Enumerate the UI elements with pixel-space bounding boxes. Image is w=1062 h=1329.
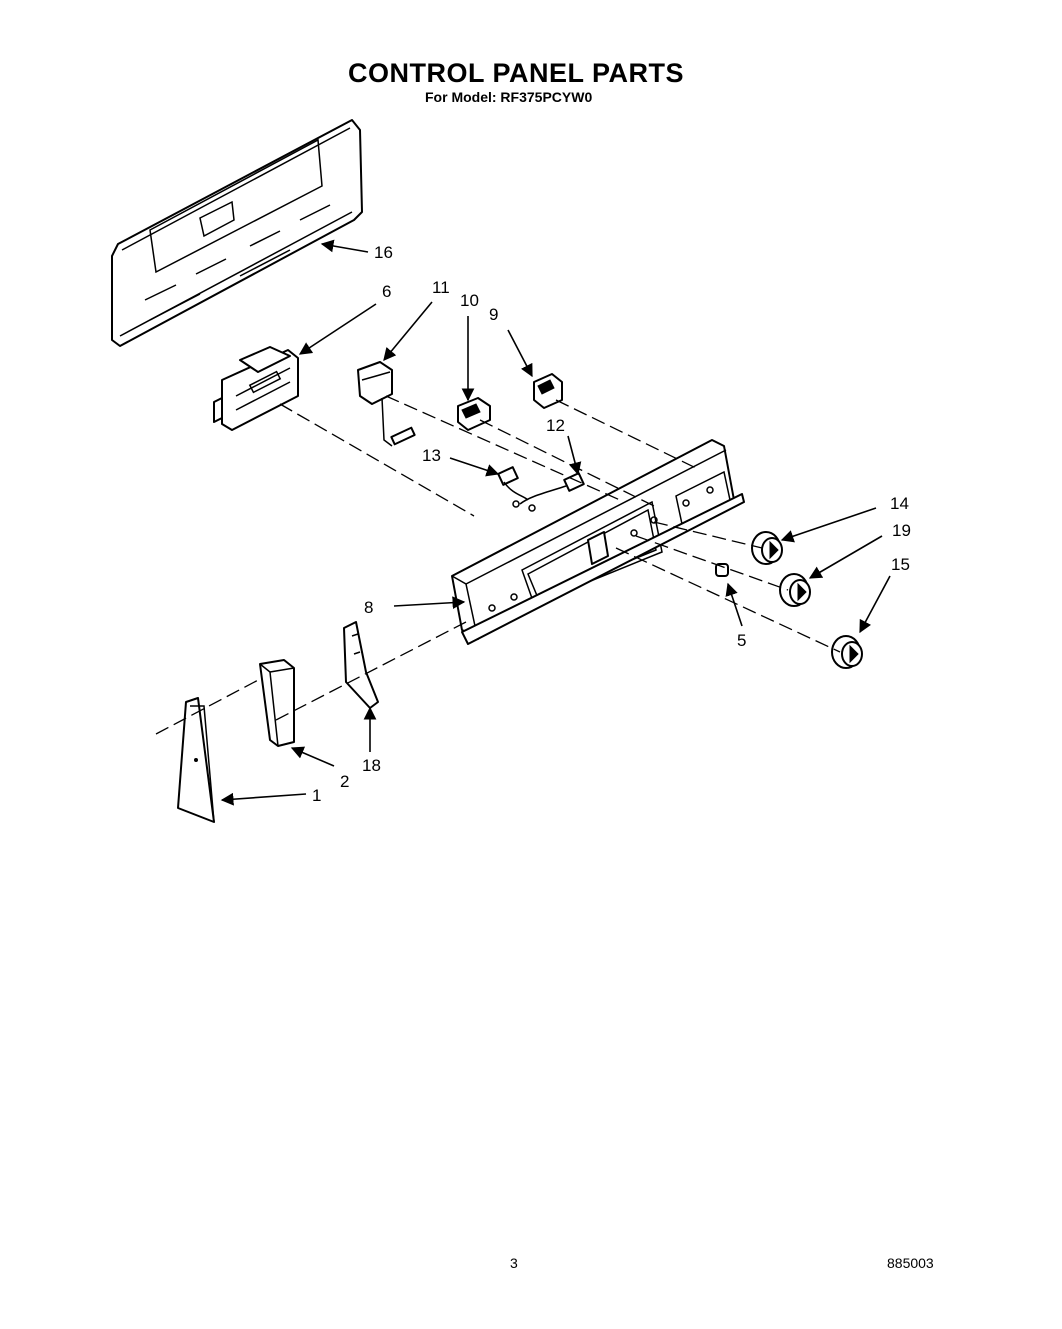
callout-18: 18 — [362, 756, 381, 775]
callout-2: 2 — [340, 772, 350, 791]
callout-13: 13 — [422, 446, 441, 465]
model-subtitle: For Model: RF375PCYW0 — [425, 89, 593, 105]
part-8-control-panel — [451, 439, 745, 645]
callout-1: 1 — [312, 786, 322, 805]
part-10-switch — [457, 397, 491, 431]
part-11-selector-switch — [357, 361, 416, 447]
part-9-switch — [533, 373, 563, 409]
part-5-pin — [715, 563, 729, 577]
part-15-knob — [831, 635, 863, 669]
document-number: 885003 — [887, 1255, 934, 1271]
part-13-indicator-light — [497, 466, 536, 512]
part-14-knob — [751, 531, 783, 565]
part-12-indicator-light — [519, 472, 585, 505]
callout-12: 12 — [546, 416, 565, 435]
callout-15: 15 — [891, 555, 910, 574]
part-2-end-cap-insert — [259, 659, 295, 747]
part-6-clock-module — [213, 346, 299, 431]
callout-9: 9 — [489, 305, 499, 324]
alignment-lines — [155, 395, 841, 735]
page-number: 3 — [510, 1255, 518, 1271]
callout-19: 19 — [892, 521, 911, 540]
callout-14: 14 — [890, 494, 909, 513]
part-16-rear-panel — [111, 119, 363, 347]
callout-6: 6 — [382, 282, 392, 301]
part-1-end-cap — [177, 697, 215, 823]
part-19-knob — [779, 573, 811, 607]
leader-arrows — [220, 239, 891, 806]
callout-11: 11 — [432, 278, 450, 297]
callout-10: 10 — [460, 291, 479, 310]
part-18-bracket — [343, 621, 379, 709]
callout-8: 8 — [364, 598, 374, 617]
page-title: CONTROL PANEL PARTS — [347, 58, 685, 88]
callout-16: 16 — [374, 243, 393, 262]
callout-5: 5 — [737, 631, 747, 650]
